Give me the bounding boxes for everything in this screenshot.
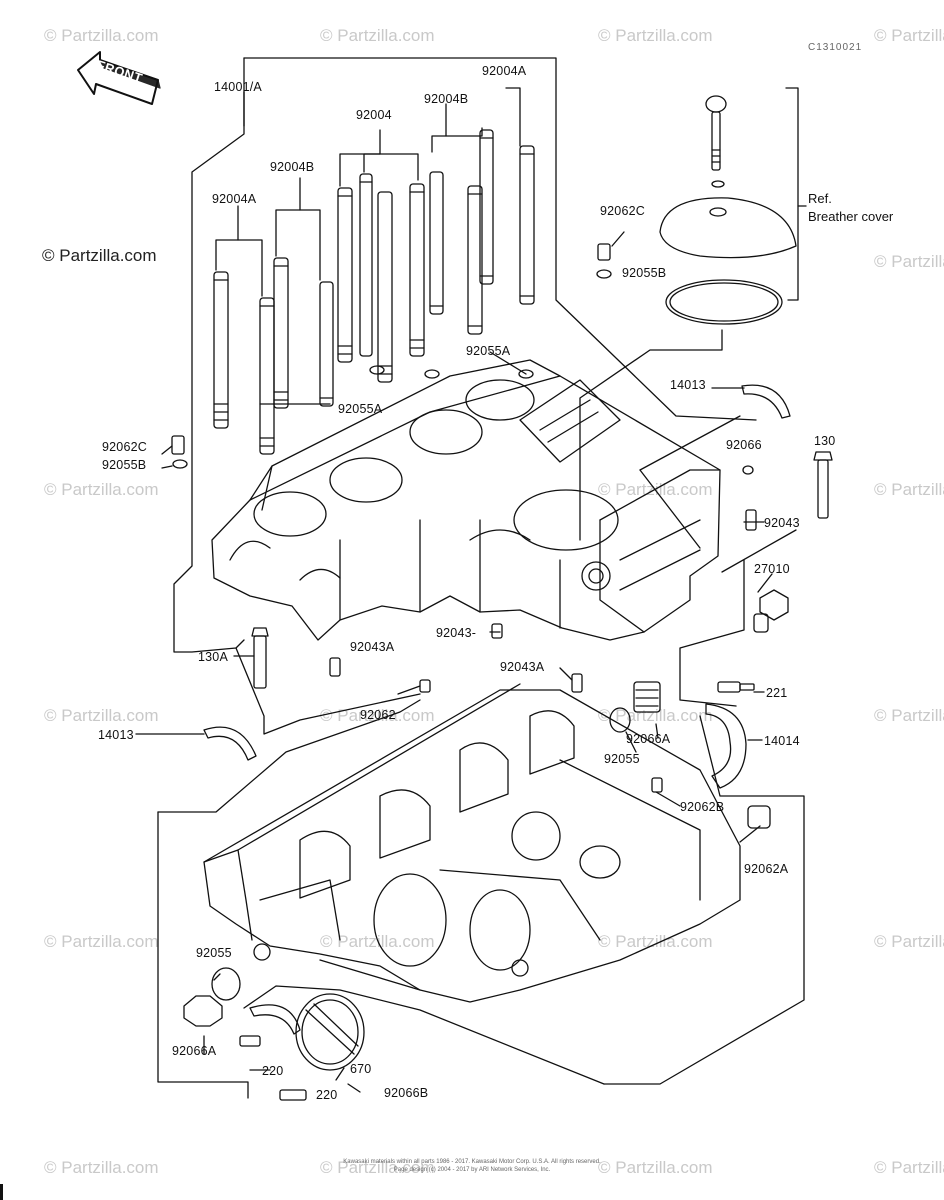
part-label-92043-right[interactable]: 92043 [764,516,800,530]
part-label-670[interactable]: 670 [350,1062,372,1076]
breather-cover [580,88,806,540]
part-label-14013-left[interactable]: 14013 [98,728,134,742]
watermark: © Partzilla.com [320,932,435,951]
part-label-92055B-top[interactable]: 92055B [622,266,667,280]
ref-prefix: Ref. [808,191,832,206]
part-label-130[interactable]: 130 [814,434,836,448]
part-label-92004[interactable]: 92004 [356,108,392,122]
part-label-92043A-mid[interactable]: 92043A [500,660,545,674]
part-label-92066B[interactable]: 92066B [384,1086,429,1100]
part-label-92062C-left[interactable]: 92062C [102,440,147,454]
watermark: © Partzilla.com [874,706,944,725]
part-label-92004B-left[interactable]: 92004B [270,160,315,174]
watermark: © Partzilla.com [874,26,944,45]
part-label-92062C-top[interactable]: 92062C [600,204,645,218]
part-label-14001A[interactable]: 14001/A [214,80,262,94]
part-label-92004B-top[interactable]: 92004B [424,92,469,106]
part-label-92043-mid[interactable]: 92043- [436,626,477,640]
stud-bolts [214,130,534,454]
part-label-92055-mid[interactable]: 92055 [604,752,640,766]
ref-breather-cover: Breather cover [808,209,894,224]
watermark: © Partzilla.com [44,1158,159,1177]
part-label-14014[interactable]: 14014 [764,734,800,748]
watermark: © Partzilla.com [44,26,159,45]
diagram-id: C1310021 [808,42,863,53]
watermark: © Partzilla.com [874,932,944,951]
lower-crankcase [204,684,740,1002]
part-label-92062[interactable]: 92062 [360,708,396,722]
part-label-92066A-right[interactable]: 92066A [626,732,671,746]
watermark: © Partzilla.com [598,1158,713,1177]
part-label-92004A-top[interactable]: 92004A [482,64,527,78]
part-label-92055B-left[interactable]: 92055B [102,458,147,472]
part-label-92055A-mid[interactable]: 92055A [338,402,383,416]
oil-pressure-switch-icon [754,574,788,632]
watermark: © Partzilla.com [320,1158,435,1177]
copyright-line-2: Page design (c) 2004 - 2017 by ARI Netwo… [393,1167,551,1173]
watermark: © Partzilla.com [44,932,159,951]
part-label-92055A-top[interactable]: 92055A [466,344,511,358]
part-label-92066[interactable]: 92066 [726,438,762,452]
upper-crankcase [212,360,740,640]
watermark: © Partzilla.com [874,1158,944,1177]
part-label-92004A-left[interactable]: 92004A [212,192,257,206]
copyright-line-1: Kawasaki materials within all parts 1986… [343,1159,601,1165]
part-label-130A[interactable]: 130A [198,650,228,664]
watermark: © Partzilla.com [320,26,435,45]
watermark: © Partzilla.com [598,26,713,45]
watermark: © Partzilla.com [874,252,944,271]
part-label-92062B[interactable]: 92062B [680,800,725,814]
watermark-dark: © Partzilla.com [42,246,157,265]
part-label-221[interactable]: 221 [766,686,788,700]
watermark: © Partzilla.com [44,480,159,499]
part-label-27010[interactable]: 27010 [754,562,790,576]
watermark: © Partzilla.com [320,706,435,725]
edge-mark [0,1184,3,1200]
watermark: © Partzilla.com [598,932,713,951]
front-arrow-icon [78,52,160,104]
part-label-14013-top[interactable]: 14013 [670,378,706,392]
part-label-220-a[interactable]: 220 [262,1064,284,1078]
part-label-92055-bottom[interactable]: 92055 [196,946,232,960]
watermark: © Partzilla.com [44,706,159,725]
part-label-92066A-bottom[interactable]: 92066A [172,1044,217,1058]
watermark: © Partzilla.com [874,480,944,499]
part-label-92043A-left[interactable]: 92043A [350,640,395,654]
part-label-92062A[interactable]: 92062A [744,862,789,876]
part-label-220-b[interactable]: 220 [316,1088,338,1102]
